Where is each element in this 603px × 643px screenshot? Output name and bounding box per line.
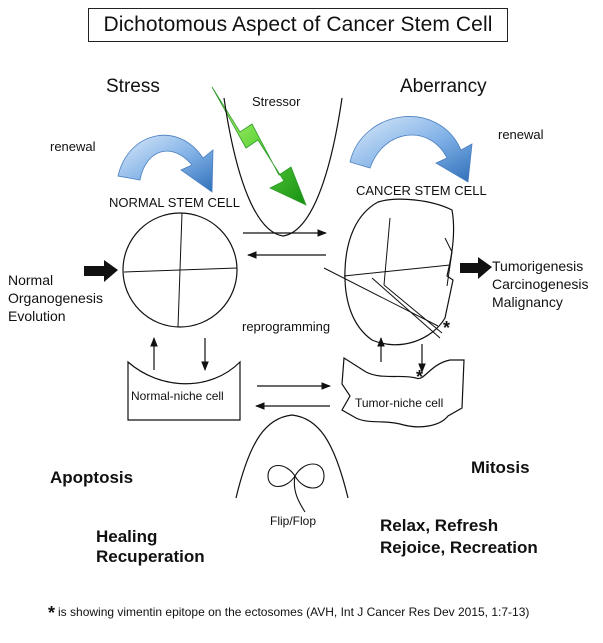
renewal-label-left: renewal xyxy=(50,139,96,154)
right-outcome-0: Tumorigenesis xyxy=(492,258,584,274)
tumor-niche-label: Tumor-niche cell xyxy=(355,396,444,410)
left-outcome-2: Evolution xyxy=(8,308,66,324)
cancer-stem-cell-label: CANCER STEM CELL xyxy=(356,183,487,198)
stressor-bolt xyxy=(211,86,307,206)
renewal-arrow-right xyxy=(349,116,473,183)
asterisk-niche: * xyxy=(416,367,424,387)
footnote: *is showing vimentin epitope on the ecto… xyxy=(48,603,529,624)
normal-niche-label: Normal-niche cell xyxy=(131,389,224,403)
footnote-star: * xyxy=(48,603,56,623)
top-parabola xyxy=(223,97,343,237)
reprogramming-label: reprogramming xyxy=(242,319,331,334)
asterisk-cell: * xyxy=(443,318,451,338)
aberrancy-label: Aberrancy xyxy=(400,76,487,97)
right-outcome-1: Carcinogenesis xyxy=(492,276,589,292)
normal-stem-cell-circle xyxy=(122,212,238,328)
bottom-parabola xyxy=(235,414,349,499)
renewal-arrow-left xyxy=(117,134,214,193)
healing-label: Healing xyxy=(96,527,158,546)
right-outcome-2: Malignancy xyxy=(492,294,563,310)
left-outcome-0: Normal xyxy=(8,272,54,288)
relax-refresh-label: Relax, Refresh xyxy=(380,516,499,535)
rejoice-recreation-label: Rejoice, Recreation xyxy=(380,538,538,557)
footnote-text: is showing vimentin epitope on the ectos… xyxy=(58,605,530,619)
flip-flop-label: Flip/Flop xyxy=(270,514,317,528)
flip-flop-loops xyxy=(267,463,325,513)
arrow-normal-outcome xyxy=(84,260,118,282)
normal-niche-shape xyxy=(127,360,241,421)
apoptosis-label: Apoptosis xyxy=(50,468,134,487)
renewal-label-right: renewal xyxy=(498,127,544,142)
stress-label: Stress xyxy=(106,76,160,97)
mitosis-label: Mitosis xyxy=(471,458,530,477)
diagram-title: Dichotomous Aspect of Cancer Stem Cell xyxy=(88,8,508,42)
cancer-stem-cell-shape xyxy=(323,198,455,346)
stressor-label: Stressor xyxy=(252,94,301,109)
recuperation-label: Recuperation xyxy=(96,547,205,566)
tumor-niche-shape xyxy=(341,356,465,428)
normal-stem-cell-label: NORMAL STEM CELL xyxy=(109,195,240,210)
arrow-cancer-outcome xyxy=(460,257,492,279)
left-outcome-1: Organogenesis xyxy=(8,290,103,306)
